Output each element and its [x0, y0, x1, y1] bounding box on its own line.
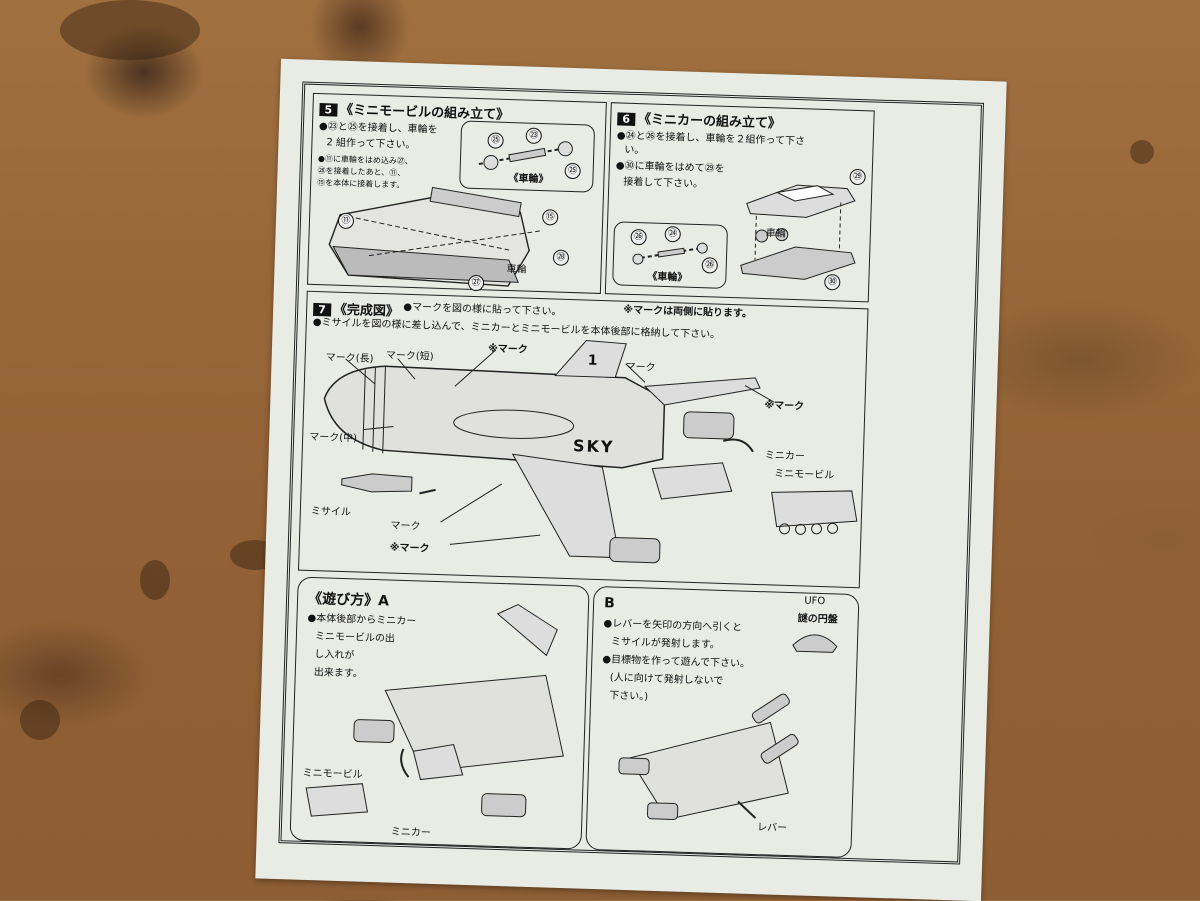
minicar-assembly-drawing: [740, 184, 856, 280]
step6-wheel-label: 車輪: [765, 228, 786, 240]
label-mark-top: マーク: [625, 361, 656, 374]
step5-number: 5: [319, 103, 338, 117]
step6-line-4: 接着して下さい。: [623, 176, 704, 191]
play-a-panel: 《遊び方》A ●本体後部からミニカー ミニモービルの出 し入れが 出来ます。 ミ…: [289, 576, 590, 850]
label-minimobile: ミニモービル: [774, 468, 835, 482]
part-30: ㉚: [824, 273, 841, 291]
step5-wheel-box: ㉕ ㉓ ㉕ 《車輪》: [459, 120, 596, 193]
label-mark-mid: マーク(中): [309, 431, 358, 445]
step6-wheel-box: ㉖ ㉔ ㉖ 《車輪》: [612, 221, 729, 289]
wood-stain: [140, 560, 170, 600]
lever-label: レバー: [756, 822, 788, 835]
sky-marking: SKY: [572, 436, 615, 457]
step7-panel: 7《完成図》 ●マークを図の様に貼って下さい。 ※マークは両側に貼ります。 ●ミ…: [297, 290, 869, 589]
play-b-panel: B ●レバーを矢印の方向へ引くと ミサイルが発射します。 ●目標物を作って遊んで…: [585, 585, 860, 859]
label-mark-star-top: ※マーク: [487, 343, 528, 356]
sheet-frame: 5《ミニモービルの組み立て》 ●㉓と㉕を接着し、車輪を 2 組作って下さい。 ●…: [278, 81, 985, 865]
step5-wheel-label: 《車輪》: [508, 173, 549, 186]
completed-ship-drawing: [323, 340, 858, 564]
step7-note: ※マークは両側に貼ります。: [623, 304, 753, 320]
step6-wheel-label-2: 《車輪》: [647, 271, 688, 284]
minicar-wheel-drawing: [632, 242, 708, 265]
step5-panel: 5《ミニモービルの組み立て》 ●㉓と㉕を接着し、車輪を 2 組作って下さい。 ●…: [306, 92, 607, 294]
step5-wheel-label-2: 車輪: [506, 263, 527, 276]
label-mark-short: マーク(短): [385, 350, 434, 363]
label-minicar: ミニカー: [764, 450, 805, 463]
minimobile-assembly-drawing: [328, 186, 540, 287]
label-missile: ミサイル: [310, 505, 352, 519]
tail-number: 1: [587, 352, 598, 369]
label-mark-star-bottom: ※マーク: [389, 542, 430, 555]
wood-stain: [60, 0, 200, 60]
wood-stain: [1130, 140, 1154, 164]
step6-panel: 6《ミニカーの組み立て》 ●㉔と㉖を接着し、車輪を２組作って下さ い。 ●㉚に車…: [604, 102, 875, 303]
label-mark-bottom: マーク: [390, 520, 421, 533]
play-a-drawing: [305, 603, 564, 818]
wood-stain: [20, 700, 60, 740]
wheel-assembly-drawing: [478, 141, 573, 170]
label-mark-long: マーク(長): [325, 352, 374, 365]
play-a-minicar-label: ミニカー: [390, 826, 431, 839]
label-mark-star-right: ※マーク: [764, 400, 805, 413]
play-a-minimobile-label: ミニモービル: [302, 767, 363, 781]
instruction-sheet: 5《ミニモービルの組み立て》 ●㉓と㉕を接着し、車輪を 2 組作って下さい。 ●…: [255, 58, 1007, 901]
play-b-drawing: [618, 634, 838, 820]
step6-number: 6: [617, 112, 636, 126]
